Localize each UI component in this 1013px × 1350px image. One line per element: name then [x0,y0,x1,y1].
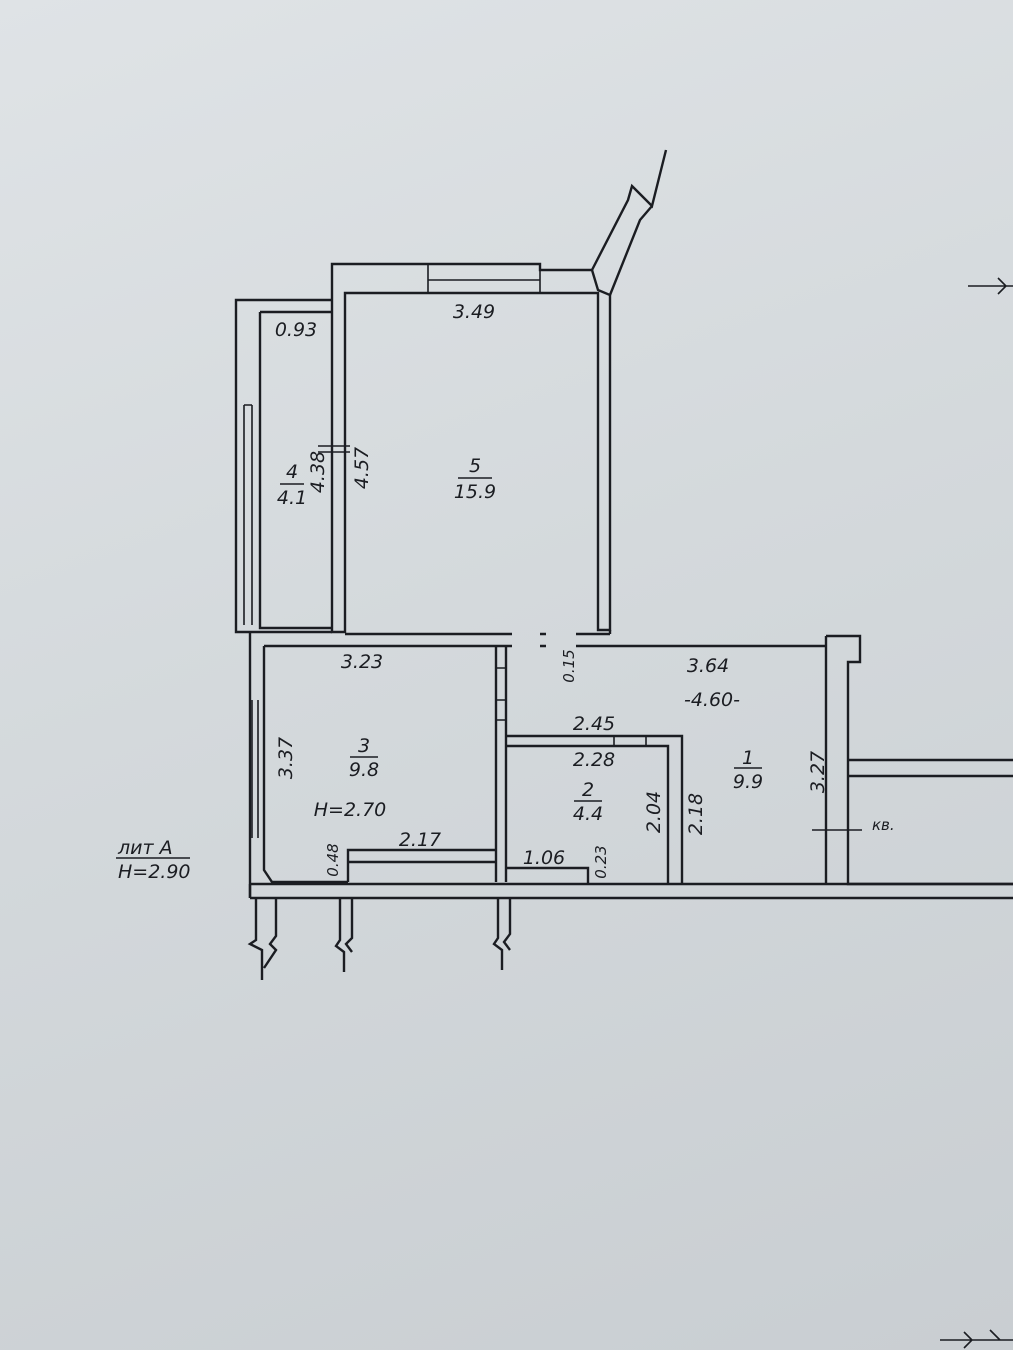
building-info: лит А H=2.90 [116,837,191,883]
room3-wall [248,632,348,898]
building-height: H=2.90 [118,861,191,883]
bottom-exterior-wall [248,882,1013,900]
room2-area: 4.4 [573,803,603,825]
dim-room2-inner: 2.28 [573,749,615,771]
room1-area: 9.9 [733,771,763,793]
dim-room5-width: 3.49 [453,301,495,323]
dim-room2-top: 2.45 [573,713,615,735]
dim-room2-bottom: 1.06 [523,847,565,869]
room4-door [318,445,350,453]
walls [234,149,1013,1349]
dim-room2-height-outer: 2.18 [685,793,707,835]
room5-bottom-wall [345,630,826,648]
room2-wall [506,734,684,884]
room3-number: 3 [358,735,370,757]
dim-room2-niche: 0.23 [592,845,610,878]
neighbor-apartment-label: кв. [872,816,895,834]
dim-room4-height: 4.38 [307,451,329,493]
room2-door [613,736,647,746]
break-line-left [247,898,278,980]
room1-number: 1 [742,747,754,769]
edge-mark-top-right [968,277,1013,295]
room3-right-wall [494,646,508,882]
dim-room2-height: 2.04 [643,791,665,833]
dim-room3-width: 3.23 [341,651,383,673]
room2-number: 2 [582,779,594,801]
room4-glazing [243,404,253,625]
room2-niche [506,866,590,884]
dim-room3-bottom: 2.17 [399,829,441,851]
break-line-mid [334,898,354,972]
dim-room4-width: 0.93 [275,319,317,341]
room5-number: 5 [469,455,481,477]
dim-room1-length: -4.60- [684,689,740,711]
dim-room3-niche: 0.48 [324,843,342,876]
room3-ceiling-height: H=2.70 [314,799,387,821]
room3-glazing [251,700,259,838]
diagonal-wall [590,149,668,296]
room3-door [496,667,506,721]
edge-mark-bottom-right [940,1329,1013,1349]
neighbor-wall [848,758,1013,778]
dim-room1-width: 3.64 [687,655,729,677]
building-letter: лит А [117,837,173,859]
room3-area: 9.8 [349,759,379,781]
dimension-labels: 3.49 4.57 0.93 4.38 3.23 3.37 H=2.70 2.1… [275,301,829,879]
room5-window [427,264,541,293]
room3-niche [346,848,496,882]
room4-number: 4 [286,461,298,483]
room4-wall [234,298,332,634]
dim-room5-height: 4.57 [351,447,373,489]
room-labels: 5 15.9 4 4.1 3 9.8 2 4.4 1 9.9 [277,455,763,825]
dim-room3-height: 3.37 [275,737,297,779]
room5-area: 15.9 [454,481,496,503]
room4-area: 4.1 [277,487,307,509]
dim-opening: 0.15 [560,649,578,682]
room1-door [812,812,862,846]
break-line-right [492,898,512,970]
dim-room1-height: 3.27 [807,751,829,793]
